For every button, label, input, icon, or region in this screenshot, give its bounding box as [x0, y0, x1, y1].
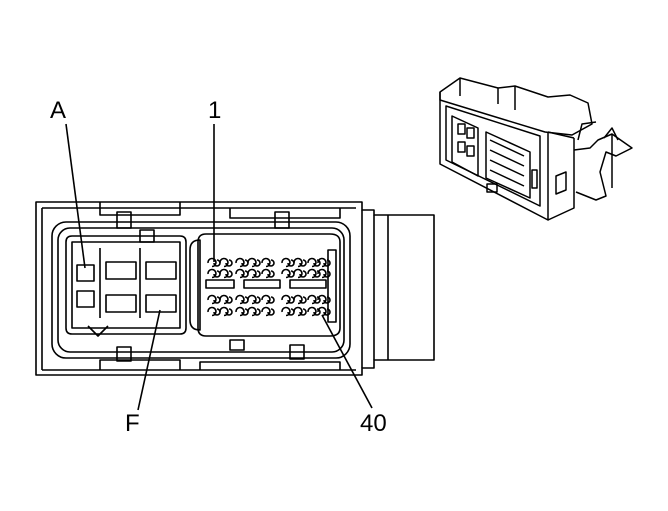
leader-line-a	[65, 123, 86, 269]
terminal-socket	[219, 306, 233, 317]
terminal-socket	[207, 268, 221, 279]
terminal-socket	[235, 257, 249, 268]
terminal-socket	[261, 294, 275, 305]
terminal-socket	[207, 294, 221, 305]
terminal-socket	[219, 294, 233, 305]
terminal-socket	[317, 257, 331, 268]
terminal-socket	[207, 306, 221, 317]
callout-f: F	[125, 410, 140, 437]
terminal-socket	[247, 294, 261, 305]
terminal-socket	[293, 294, 307, 305]
terminal-socket	[219, 268, 233, 279]
terminal-socket	[247, 257, 261, 268]
terminal-socket	[293, 268, 307, 279]
terminal-socket	[293, 306, 307, 317]
terminal-socket	[317, 294, 331, 305]
terminal-socket	[293, 257, 307, 268]
callout-1: 1	[208, 97, 222, 124]
terminal-socket	[235, 306, 249, 317]
terminal-socket	[281, 268, 295, 279]
terminal-socket	[281, 306, 295, 317]
terminal-socket	[281, 257, 295, 268]
terminal-socket	[235, 268, 249, 279]
terminal-socket	[261, 257, 275, 268]
terminal-socket	[247, 306, 261, 317]
callout-40: 40	[360, 410, 387, 437]
callout-a: A	[50, 97, 67, 124]
terminal-socket	[219, 257, 233, 268]
connector-isometric-view	[439, 77, 633, 221]
pin-grid-upper	[207, 257, 331, 279]
pin-grid-lower	[207, 294, 331, 317]
leader-line-f	[137, 309, 161, 411]
terminal-socket	[317, 306, 331, 317]
terminal-socket	[317, 268, 331, 279]
terminal-socket	[261, 268, 275, 279]
leader-line-40	[321, 314, 373, 409]
terminal-socket	[281, 294, 295, 305]
connector-front-view	[35, 201, 435, 376]
terminal-socket	[261, 306, 275, 317]
terminal-socket	[247, 268, 261, 279]
terminal-socket	[235, 294, 249, 305]
